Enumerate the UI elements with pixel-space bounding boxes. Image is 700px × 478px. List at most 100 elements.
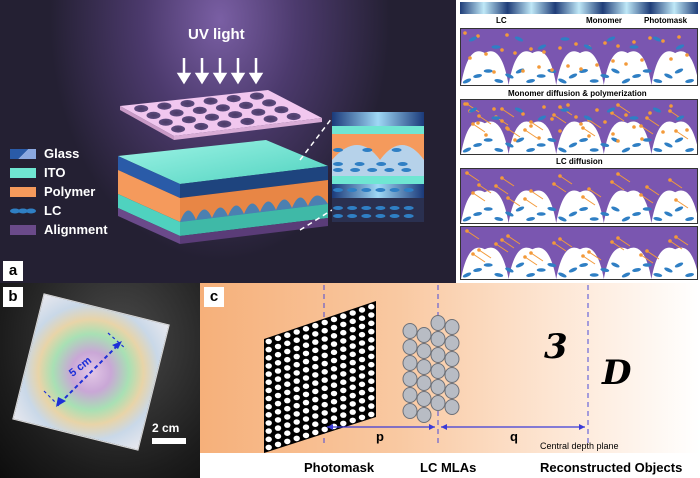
mask-hole xyxy=(330,341,338,347)
mask-hole xyxy=(265,428,272,434)
lc-molecule xyxy=(526,79,536,83)
lc-molecule xyxy=(403,214,414,218)
legend-polymer-label: Polymer xyxy=(44,184,96,199)
polymer-chain xyxy=(640,125,654,135)
mask-hole xyxy=(251,108,266,116)
scale-bar-label: 2 cm xyxy=(152,421,180,435)
mask-hole xyxy=(321,319,328,326)
mask-hole xyxy=(321,352,328,359)
lc-molecule xyxy=(589,148,599,152)
monomer-dot xyxy=(558,129,562,133)
lc-molecule xyxy=(473,212,483,216)
legend-glass-label: Glass xyxy=(44,146,80,161)
monomer-dot xyxy=(639,124,643,128)
mask-hole xyxy=(340,346,347,352)
polymer-chain xyxy=(582,127,596,137)
monomer-dot xyxy=(669,57,673,61)
monomer-dot xyxy=(484,133,488,137)
panel-c: p q Central depth plane 3 D Photomask LC… xyxy=(200,283,700,478)
monomer-dot xyxy=(476,121,480,125)
polymer-chain xyxy=(617,104,631,114)
monomer-dot xyxy=(471,252,475,256)
micro-lens xyxy=(430,331,446,347)
mask-hole xyxy=(302,367,310,373)
mask-hole xyxy=(340,362,347,369)
mask-hole xyxy=(368,337,375,343)
monomer-dot xyxy=(494,184,498,188)
monomer-dot xyxy=(616,236,620,240)
photomask-sheet xyxy=(264,301,376,453)
reconstructed-objects-caption: Reconstructed Objects xyxy=(540,460,683,475)
lc-cell-stack xyxy=(118,140,328,244)
mask-hole xyxy=(293,378,300,384)
lc-molecule xyxy=(558,272,567,278)
mask-hole xyxy=(240,117,255,126)
lc-molecule xyxy=(483,263,493,267)
mask-hole xyxy=(358,331,366,338)
mask-hole xyxy=(293,435,300,442)
lc-molecule xyxy=(611,206,620,212)
panel-c-label: c xyxy=(204,287,224,307)
polymer-chain xyxy=(675,130,689,140)
q-distance-label: q xyxy=(510,429,518,444)
diffusion-label: Monomer diffusion & polymerization xyxy=(508,89,647,98)
mask-hole xyxy=(330,366,338,372)
lc-molecule xyxy=(384,168,395,172)
micro-lens xyxy=(402,403,418,419)
monomer-dot xyxy=(465,229,469,233)
monomer-dot xyxy=(669,104,673,108)
lc-molecule xyxy=(537,115,547,121)
lc-molecule xyxy=(579,207,589,211)
monomer-dot xyxy=(685,53,689,57)
monomer-dot xyxy=(616,139,620,143)
polymer-chain xyxy=(472,253,486,263)
lc-molecule xyxy=(462,272,472,278)
mask-hole xyxy=(192,106,207,114)
mask-hole xyxy=(340,412,347,418)
lc-molecule xyxy=(558,216,567,222)
polymer-chain xyxy=(524,129,538,139)
mask-hole xyxy=(358,414,366,421)
monomer-dot xyxy=(677,35,681,39)
lc-label: LC xyxy=(496,16,507,25)
mask-hole xyxy=(330,382,338,388)
mask-hole xyxy=(284,381,291,387)
polymer-chain xyxy=(553,183,567,193)
mask-hole xyxy=(358,373,366,379)
polymer-chain xyxy=(530,252,544,262)
mask-hole xyxy=(358,348,366,354)
lc-molecule xyxy=(391,148,402,152)
mask-hole xyxy=(330,357,338,364)
micro-lens xyxy=(416,391,432,407)
mask-hole xyxy=(274,376,282,382)
mask-hole xyxy=(284,389,291,396)
mask-hole xyxy=(368,320,375,327)
mask-hole xyxy=(312,405,319,411)
monomer-dot xyxy=(513,51,517,55)
lc-molecule xyxy=(462,147,472,153)
mask-hole xyxy=(330,415,338,421)
lc-molecule xyxy=(664,73,673,79)
step-4-diagram xyxy=(461,227,697,279)
monomer-dot xyxy=(529,47,533,51)
mask-hole xyxy=(358,406,366,412)
lc-molecule xyxy=(462,216,472,222)
micro-lens xyxy=(430,379,446,395)
lc-molecule xyxy=(664,142,673,148)
mask-hole xyxy=(321,377,328,383)
mask-hole xyxy=(180,100,195,108)
mask-hole xyxy=(330,324,338,331)
lc-molecule xyxy=(491,116,501,120)
mask-hole xyxy=(265,403,272,410)
polymer-chain xyxy=(646,250,660,260)
lc-molecule xyxy=(536,268,546,272)
lc-molecule xyxy=(642,207,652,211)
lc-molecule xyxy=(589,79,599,83)
lc-molecule xyxy=(685,148,695,152)
micro-lens xyxy=(416,327,432,343)
legend-ito: ITO xyxy=(10,163,108,182)
mask-hole xyxy=(293,353,300,360)
lc-molecule xyxy=(536,212,546,216)
lc-molecule xyxy=(473,143,483,147)
lc-molecule xyxy=(632,212,642,216)
